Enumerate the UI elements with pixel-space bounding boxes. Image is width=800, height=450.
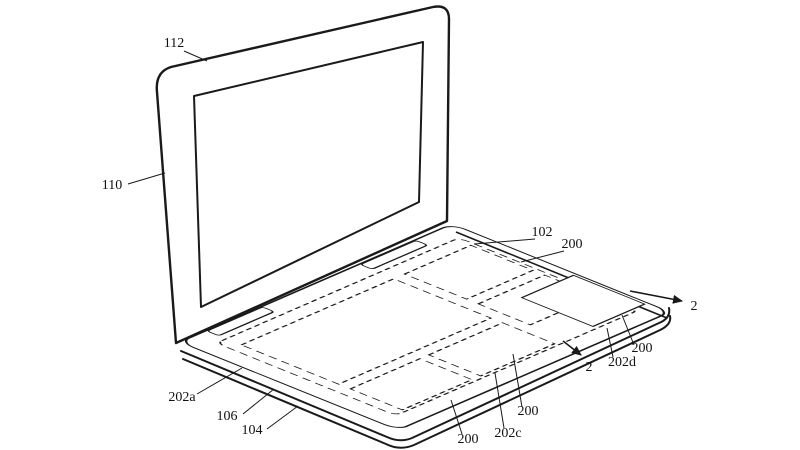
base-top-surface: [184, 226, 666, 428]
laptop-lid-group: [155, 5, 451, 345]
ref-label-106: 106: [217, 409, 238, 424]
leader-200-top: [520, 250, 565, 263]
laptop-base-group: [184, 226, 666, 428]
ref-label-112: 112: [164, 36, 184, 51]
hinges-group: [207, 240, 428, 336]
leader-202a: [196, 367, 243, 395]
lid-outline: [155, 5, 451, 345]
base-side-contour-upper: [180, 307, 671, 442]
ref-label-section-2-bottom: 2: [586, 360, 593, 375]
ref-label-202c: 202c: [494, 426, 521, 441]
ref-label-202a: 202a: [168, 390, 196, 405]
ref-label-section-2-right: 2: [691, 299, 698, 314]
ref-label-202d: 202d: [608, 355, 636, 370]
leader-200-bottom-mid: [512, 353, 523, 408]
hinge-left: [207, 307, 274, 336]
ref-label-200-right: 200: [632, 341, 653, 356]
ref-label-110: 110: [102, 178, 122, 193]
zone-bottom-mid: [427, 322, 556, 377]
section-region-202d: [520, 274, 646, 327]
ref-label-200-bottom-mid: 200: [518, 404, 539, 419]
leader-110: [127, 172, 166, 185]
leader-202d: [606, 327, 614, 358]
zone-right-upper: [403, 244, 535, 300]
hinge-right: [360, 240, 428, 269]
leader-106: [242, 388, 275, 415]
ref-label-102: 102: [532, 225, 553, 240]
leader-200-bottom-left: [450, 399, 463, 435]
ref-label-200-bottom-left: 200: [458, 432, 479, 447]
section-arrow-bottom: [562, 340, 582, 356]
base-side-contour-lower: [182, 315, 672, 449]
touch-region-boundary: [219, 239, 636, 415]
leader-202c: [494, 372, 505, 429]
ref-label-104: 104: [242, 423, 263, 438]
leader-104: [266, 405, 299, 430]
section-arrow-right: [629, 290, 683, 304]
leader-112: [183, 50, 208, 62]
ref-label-200-top: 200: [562, 237, 583, 252]
display-screen: [193, 41, 424, 308]
leader-200-right: [621, 314, 635, 346]
zone-keyboard: [240, 278, 493, 385]
leader-102: [473, 238, 536, 245]
touch-zones-group: [219, 239, 646, 415]
